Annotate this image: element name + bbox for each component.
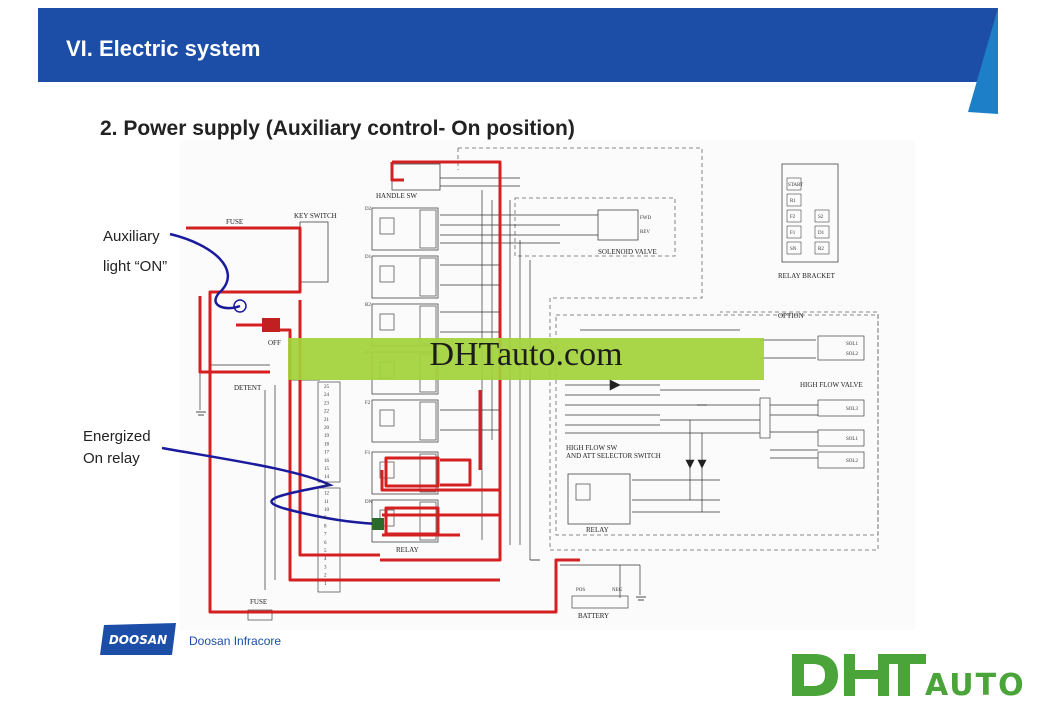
- terminal-number-group: 2524232221201918171615141312111098765432…: [324, 385, 330, 587]
- terminal-number: 21: [324, 418, 330, 423]
- bracket-start: START: [788, 183, 803, 188]
- sol1-top-label: SOL1: [846, 342, 858, 347]
- sol3-label: SOL3: [846, 407, 858, 412]
- terminal-number: 10: [324, 508, 330, 513]
- fwd-label: FWD: [640, 216, 652, 221]
- solenoid-valve-label: SOLENOID VALVE: [598, 248, 657, 256]
- terminal-number: 25: [324, 385, 330, 390]
- relay-id-dn: DN: [365, 500, 373, 505]
- logo-auto-text: AUTO: [925, 668, 1026, 703]
- terminal-number: 2: [324, 574, 327, 579]
- option-label: OPTION: [778, 312, 804, 320]
- terminal-number: 22: [324, 410, 330, 415]
- relay-id-r2: R2: [365, 303, 371, 308]
- watermark-text: DHTauto.com: [429, 336, 623, 373]
- bracket-r1: R1: [790, 199, 796, 204]
- terminal-number: 16: [324, 459, 330, 464]
- bracket-f2: F2: [790, 215, 796, 220]
- terminal-number: 17: [324, 451, 330, 456]
- high-flow-sw-label: HIGH FLOW SW: [566, 444, 618, 452]
- fuse-top-label: FUSE: [226, 218, 243, 226]
- callout-aux-line2: light “ON”: [103, 258, 168, 275]
- header-accent: [968, 8, 998, 114]
- terminal-number: 6: [324, 541, 327, 546]
- terminal-number: 19: [324, 434, 330, 439]
- sol1-label: SOL1: [846, 437, 858, 442]
- terminal-number: 11: [324, 500, 329, 505]
- fuse-bottom-label: FUSE: [250, 598, 267, 606]
- relay-id-d2: D2: [365, 207, 372, 212]
- relay-id-d1: D1: [365, 255, 372, 260]
- handle-sw-label: HANDLE SW: [376, 192, 417, 200]
- sol2-top-label: SOL2: [846, 352, 858, 357]
- terminal-number: 9: [324, 516, 327, 521]
- bracket-sn: SN: [790, 247, 797, 252]
- terminal-number: 14: [324, 475, 330, 480]
- callout-energized-line1: Energized: [83, 428, 151, 445]
- rev-label: REV: [640, 230, 650, 235]
- footer-company: Doosan Infracore: [189, 634, 282, 648]
- bracket-d1: D1: [818, 231, 825, 236]
- terminal-number: 24: [324, 393, 330, 398]
- section-subtitle: 2. Power supply (Auxiliary control- On p…: [100, 117, 575, 140]
- terminal-number: 23: [324, 401, 330, 406]
- battery-label: BATTERY: [578, 612, 609, 620]
- terminal-number: 18: [324, 442, 330, 447]
- relay-bracket-label: RELAY BRACKET: [778, 272, 836, 280]
- detent-label: DETENT: [234, 384, 262, 392]
- terminal-number: 4: [324, 557, 327, 562]
- battery-neg-label: NEG: [612, 588, 623, 593]
- callout-aux-line1: Auxiliary: [103, 228, 160, 245]
- relay-id-f1: F1: [365, 451, 371, 456]
- doosan-logo: DOOSAN: [100, 623, 176, 655]
- callout-energized-line2: On relay: [83, 450, 140, 467]
- terminal-number: 3: [324, 565, 327, 570]
- terminal-number: 7: [324, 533, 327, 538]
- relay-right-label: RELAY: [586, 526, 609, 534]
- terminal-number: 1: [324, 582, 327, 587]
- callout-auxiliary: Auxiliary light “ON”: [103, 225, 167, 279]
- terminal-number: 20: [324, 426, 330, 431]
- dht-logo-mark: [792, 654, 926, 696]
- callout-energized: Energized On relay: [83, 426, 151, 470]
- terminal-number: 12: [324, 492, 330, 497]
- watermark-band: [288, 338, 764, 380]
- terminal-number: 13: [324, 483, 330, 488]
- off-label: OFF: [268, 339, 281, 347]
- relay-left-label: RELAY: [396, 546, 419, 554]
- page-title: VI. Electric system: [66, 36, 261, 61]
- high-flow-valve-label: HIGH FLOW VALVE: [800, 381, 863, 389]
- att-selector-label: AND ATT SELECTOR SWITCH: [566, 452, 661, 460]
- bracket-f1: F1: [790, 231, 796, 236]
- bracket-r2: R2: [818, 247, 824, 252]
- bracket-s2: S2: [818, 215, 824, 220]
- key-switch-label: KEY SWITCH: [294, 212, 337, 220]
- terminal-number: 8: [324, 524, 327, 529]
- terminal-number: 5: [324, 549, 327, 554]
- terminal-number: 15: [324, 467, 330, 472]
- sol2-label: SOL2: [846, 459, 858, 464]
- doosan-logo-text: DOOSAN: [109, 633, 167, 647]
- header-bar: [38, 8, 998, 82]
- battery-pos-label: POS: [576, 588, 585, 593]
- relay-id-f2: F2: [365, 401, 371, 406]
